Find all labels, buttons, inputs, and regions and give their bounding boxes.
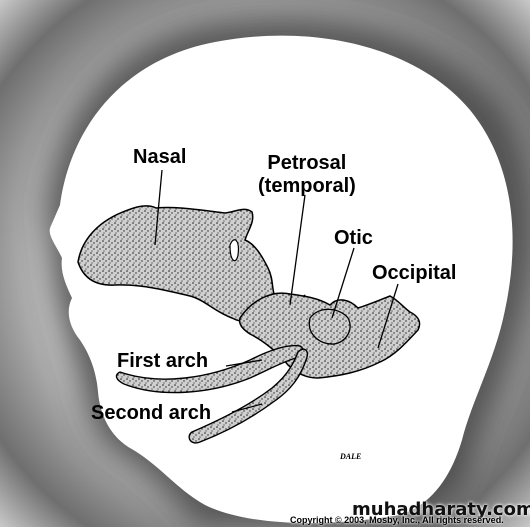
nasal-notch xyxy=(229,239,239,262)
label-nasal: Nasal xyxy=(133,146,187,168)
artist-signature: DALE xyxy=(340,452,362,461)
label-petrosal-line2: (temporal) xyxy=(258,175,356,197)
label-occipital: Occipital xyxy=(372,262,457,284)
copyright-notice: Copyright © 2003, Mosby, Inc., All right… xyxy=(290,515,504,525)
label-second-arch: Second arch xyxy=(91,402,212,424)
nasal-bone xyxy=(77,205,306,323)
label-petrosal: Petrosal (temporal) xyxy=(258,152,356,198)
second-arch-leader xyxy=(231,403,263,413)
first-arch-leader xyxy=(225,359,263,367)
otic-leader xyxy=(331,247,355,319)
otic-capsule xyxy=(308,308,351,345)
occipital-leader xyxy=(377,283,399,349)
second-arch-cartilage xyxy=(188,348,308,444)
head-silhouette xyxy=(49,35,513,524)
watermark: muhadharaty.com xyxy=(352,499,530,520)
petrosal-leader xyxy=(289,194,306,306)
label-petrosal-line1: Petrosal xyxy=(267,152,347,174)
nasal-leader xyxy=(154,169,163,246)
label-first-arch: First arch xyxy=(117,350,209,372)
label-otic: Otic xyxy=(334,227,373,249)
